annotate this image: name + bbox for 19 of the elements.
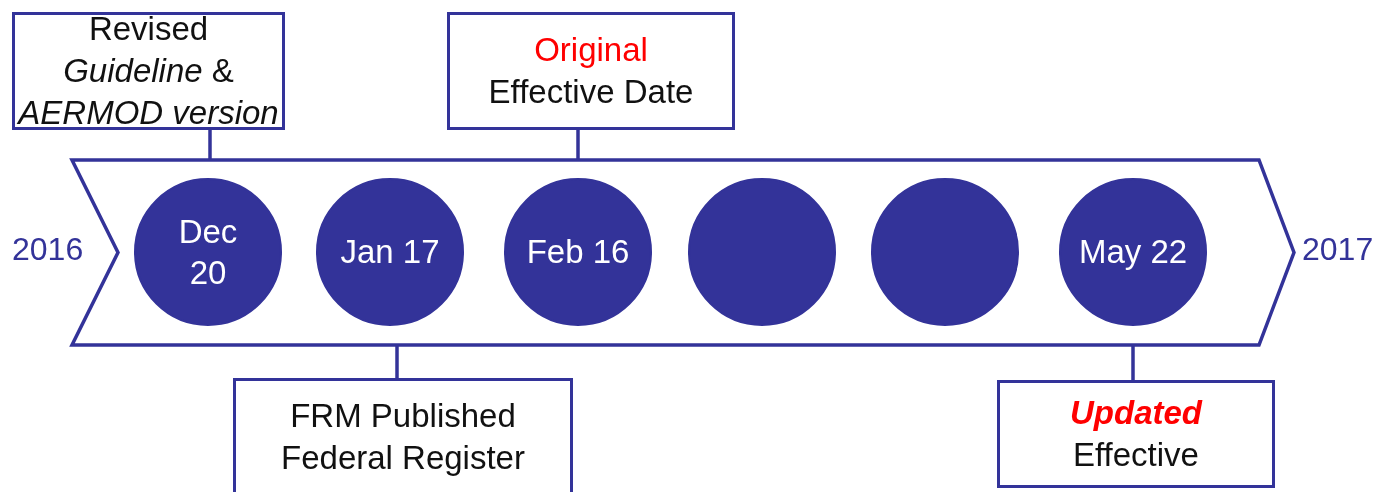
callout-text: Original [534,30,648,71]
callout-text: Revised Guideline & AERMOD version [16,9,280,133]
year-label: 2017 [1302,230,1374,269]
connector-line [208,130,212,160]
callout-text: Effective [1073,435,1199,475]
date-label: Jan 17 [340,232,440,273]
date-label: Feb 16 [526,232,630,273]
callout-box [447,12,735,130]
callout-text: Updated [1070,393,1202,434]
connector-line [395,345,399,378]
callout-text: FRM Published Federal Register [280,396,526,478]
date-label: Dec 20 [177,211,239,293]
callout-box [997,380,1275,488]
callout-box [233,378,573,492]
connector-line [1131,345,1135,380]
date-label: May 22 [1078,232,1188,273]
callout-text: Effective Date [488,72,694,112]
year-label: 2016 [12,230,84,269]
connector-line [576,130,580,160]
